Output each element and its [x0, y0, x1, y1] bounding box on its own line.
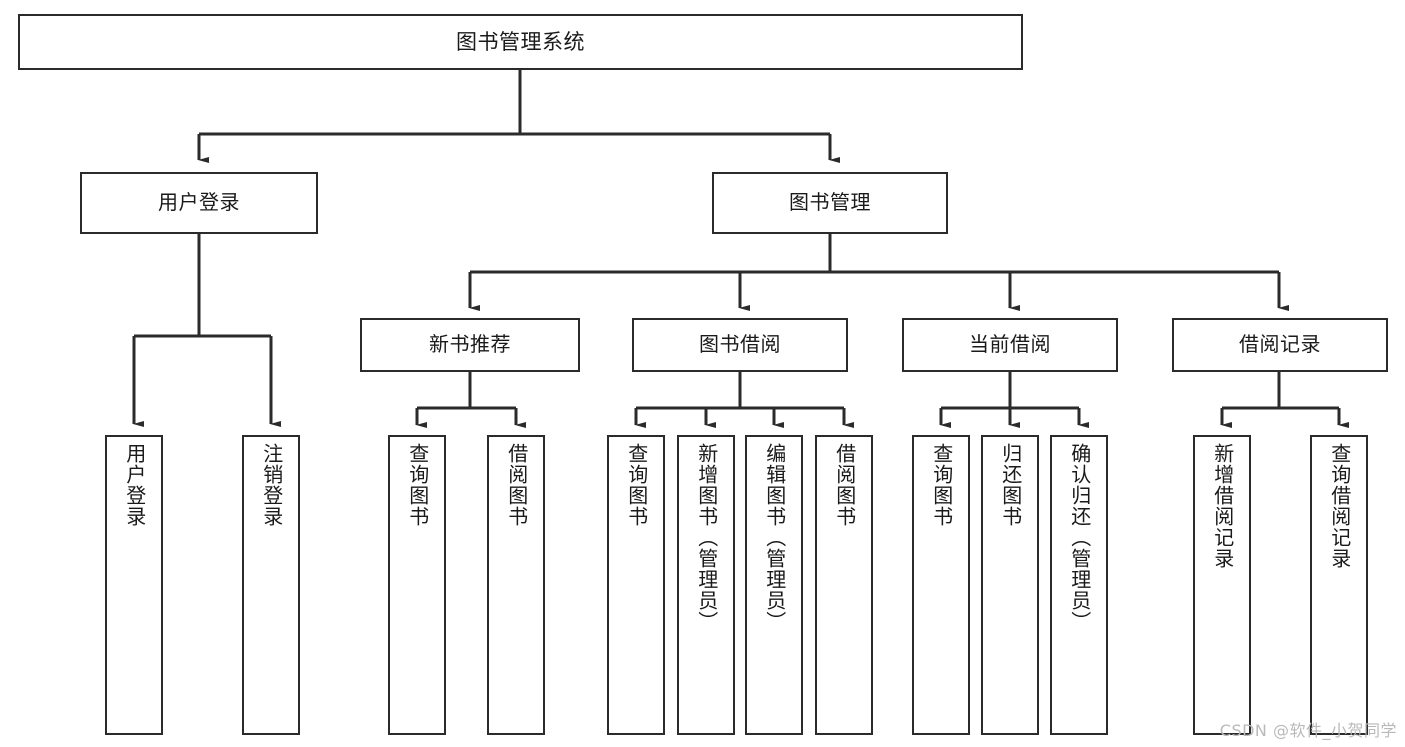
leaf-current-borrow-return-book[interactable]: 归还图书	[981, 435, 1039, 735]
node-label: 用户登录	[122, 443, 147, 527]
leaf-user-login-logout[interactable]: 注销登录	[242, 435, 300, 735]
node-label: 新书推荐	[429, 332, 511, 357]
node-label: 编辑图书（管理员）	[762, 443, 787, 632]
leaf-borrow-record-query-record[interactable]: 查询借阅记录	[1310, 435, 1368, 735]
leaf-borrow-record-add-record[interactable]: 新增借阅记录	[1193, 435, 1251, 735]
node-label: 确认归还（管理员）	[1067, 443, 1092, 632]
leaf-current-borrow-confirm-return-admin[interactable]: 确认归还（管理员）	[1050, 435, 1108, 735]
leaf-book-borrow-borrow-book[interactable]: 借阅图书	[815, 435, 873, 735]
node-book-borrow[interactable]: 图书借阅	[632, 318, 848, 372]
node-label: 查询图书	[405, 443, 430, 527]
node-label: 图书借阅	[699, 332, 781, 357]
leaf-current-borrow-query-book[interactable]: 查询图书	[912, 435, 970, 735]
node-user-login[interactable]: 用户登录	[80, 172, 318, 234]
node-label: 图书管理系统	[456, 29, 585, 54]
node-borrow-record[interactable]: 借阅记录	[1172, 318, 1388, 372]
node-label: 借阅图书	[832, 443, 857, 527]
node-label: 归还图书	[998, 443, 1023, 527]
leaf-user-login-login[interactable]: 用户登录	[105, 435, 163, 735]
leaf-book-borrow-edit-book-admin[interactable]: 编辑图书（管理员）	[745, 435, 803, 735]
node-root-book-management-system[interactable]: 图书管理系统	[18, 14, 1023, 70]
node-book-management[interactable]: 图书管理	[712, 172, 948, 234]
node-label: 借阅图书	[504, 443, 529, 527]
leaf-new-book-query-book[interactable]: 查询图书	[388, 435, 446, 735]
node-label: 借阅记录	[1239, 332, 1321, 357]
node-label: 当前借阅	[969, 332, 1051, 357]
leaf-new-book-borrow-book[interactable]: 借阅图书	[487, 435, 545, 735]
node-label: 新增图书（管理员）	[694, 443, 719, 632]
node-label: 查询借阅记录	[1327, 443, 1352, 569]
node-label: 查询图书	[929, 443, 954, 527]
csdn-watermark: CSDN @软件_小贺同学	[1219, 721, 1397, 740]
node-label: 新增借阅记录	[1210, 443, 1235, 569]
node-label: 用户登录	[158, 190, 240, 215]
node-label: 注销登录	[259, 443, 284, 527]
leaf-book-borrow-add-book-admin[interactable]: 新增图书（管理员）	[677, 435, 735, 735]
node-label: 查询图书	[624, 443, 649, 527]
node-label: 图书管理	[789, 190, 871, 215]
leaf-book-borrow-query-book[interactable]: 查询图书	[607, 435, 665, 735]
node-new-book-recommend[interactable]: 新书推荐	[360, 318, 580, 372]
node-current-borrow[interactable]: 当前借阅	[902, 318, 1118, 372]
